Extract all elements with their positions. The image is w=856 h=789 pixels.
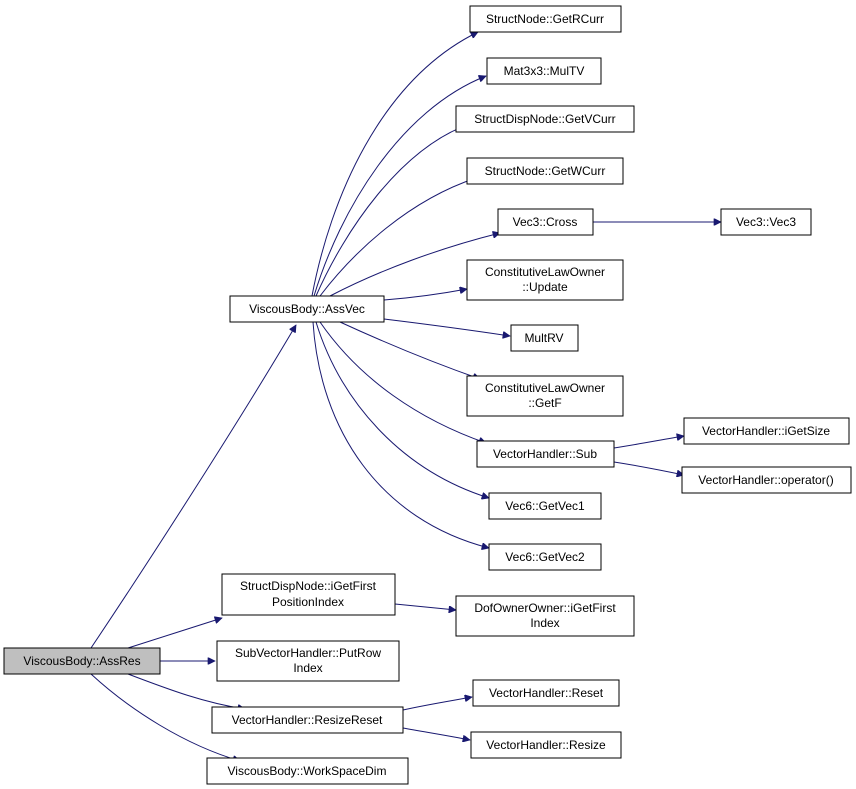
nodes: ViscousBody::AssRes ViscousBody::AssVec … bbox=[3, 5, 852, 785]
node-label-line1: ConstitutiveLawOwner bbox=[485, 381, 605, 395]
node-getvcurr[interactable]: StructDispNode::GetVCurr bbox=[455, 105, 635, 133]
node-multrv[interactable]: MultRV bbox=[510, 324, 579, 352]
node-label: StructNode::GetWCurr bbox=[485, 164, 606, 178]
edge-assres-igetfirstpos bbox=[127, 618, 222, 649]
node-getf[interactable]: ConstitutiveLawOwner ::GetF bbox=[466, 375, 624, 417]
node-reset[interactable]: VectorHandler::Reset bbox=[472, 679, 620, 707]
node-sub[interactable]: VectorHandler::Sub bbox=[476, 440, 615, 468]
edge-assres-assvec bbox=[90, 325, 297, 649]
node-assvec[interactable]: ViscousBody::AssVec bbox=[229, 295, 385, 323]
node-label: VectorHandler::Sub bbox=[493, 447, 597, 461]
node-getwcurr[interactable]: StructNode::GetWCurr bbox=[466, 157, 624, 185]
node-label: ViscousBody::AssRes bbox=[23, 654, 140, 668]
node-label: VectorHandler::Reset bbox=[489, 686, 604, 700]
edge-assvec-multv bbox=[313, 76, 486, 297]
node-label-line2: ::Update bbox=[522, 280, 568, 294]
edge-assvec-getwcurr bbox=[319, 178, 476, 297]
node-label: ViscousBody::WorkSpaceDim bbox=[228, 764, 387, 778]
node-label: VectorHandler::ResizeReset bbox=[232, 713, 383, 727]
node-label: ViscousBody::AssVec bbox=[249, 302, 365, 316]
node-cross[interactable]: Vec3::Cross bbox=[497, 208, 594, 236]
node-label: StructDispNode::GetVCurr bbox=[474, 112, 615, 126]
node-label-line2: Index bbox=[293, 661, 322, 675]
node-resizereset[interactable]: VectorHandler::ResizeReset bbox=[211, 706, 404, 734]
node-vec3[interactable]: Vec3::Vec3 bbox=[720, 208, 812, 236]
node-getrcurr[interactable]: StructNode::GetRCurr bbox=[469, 5, 622, 33]
node-label-line2: ::GetF bbox=[528, 396, 561, 410]
edge-sub-igetsize bbox=[613, 436, 684, 449]
node-label-line1: SubVectorHandler::PutRow bbox=[235, 646, 381, 660]
edge-sub-operator bbox=[613, 461, 684, 475]
node-getvec1[interactable]: Vec6::GetVec1 bbox=[488, 492, 602, 520]
node-label-line2: PositionIndex bbox=[272, 595, 344, 609]
node-label: Vec6::GetVec1 bbox=[505, 499, 585, 513]
node-assres[interactable]: ViscousBody::AssRes bbox=[3, 647, 161, 675]
edge-resizereset-reset bbox=[402, 697, 472, 711]
edge-assvec-getvec2 bbox=[312, 321, 489, 548]
node-label: VectorHandler::operator() bbox=[698, 473, 833, 487]
node-label: VectorHandler::Resize bbox=[486, 738, 606, 752]
node-igetfirstpos[interactable]: StructDispNode::iGetFirst PositionIndex bbox=[221, 573, 396, 616]
edge-assvec-sub bbox=[319, 321, 486, 443]
edge-assvec-cross bbox=[329, 233, 500, 297]
node-getvec2[interactable]: Vec6::GetVec2 bbox=[488, 543, 602, 571]
edge-assvec-multrv bbox=[383, 318, 510, 336]
edge-igetfirstpos-dofowner bbox=[394, 603, 456, 610]
node-label: MultRV bbox=[524, 331, 563, 345]
node-label-line1: DofOwnerOwner::iGetFirst bbox=[474, 601, 616, 615]
node-dofowner[interactable]: DofOwnerOwner::iGetFirst Index bbox=[455, 595, 635, 637]
node-putrow[interactable]: SubVectorHandler::PutRow Index bbox=[216, 640, 400, 682]
edge-assvec-getf bbox=[339, 321, 480, 379]
node-label-line2: Index bbox=[530, 616, 559, 630]
edge-assvec-getvcurr bbox=[315, 125, 467, 297]
edge-resizereset-resize bbox=[402, 727, 470, 740]
edges bbox=[90, 31, 721, 761]
edge-assres-workspace bbox=[90, 673, 240, 761]
node-label: Vec6::GetVec2 bbox=[505, 550, 585, 564]
node-update[interactable]: ConstitutiveLawOwner ::Update bbox=[466, 259, 624, 301]
node-label-line1: StructDispNode::iGetFirst bbox=[240, 579, 377, 593]
node-label: StructNode::GetRCurr bbox=[486, 12, 604, 26]
node-igetsize[interactable]: VectorHandler::iGetSize bbox=[683, 417, 850, 445]
node-label: Vec3::Vec3 bbox=[736, 215, 796, 229]
node-operator[interactable]: VectorHandler::operator() bbox=[681, 466, 852, 494]
edge-assvec-getvec1 bbox=[315, 321, 489, 498]
edge-assvec-getrcurr bbox=[311, 31, 478, 297]
node-label: VectorHandler::iGetSize bbox=[702, 424, 830, 438]
node-resize[interactable]: VectorHandler::Resize bbox=[470, 731, 622, 759]
node-multv[interactable]: Mat3x3::MulTV bbox=[486, 57, 602, 85]
node-workspace[interactable]: ViscousBody::WorkSpaceDim bbox=[206, 757, 409, 785]
edge-assvec-update bbox=[383, 289, 467, 301]
node-label-line1: ConstitutiveLawOwner bbox=[485, 265, 605, 279]
node-label: Mat3x3::MulTV bbox=[504, 64, 585, 78]
node-label: Vec3::Cross bbox=[513, 215, 578, 229]
